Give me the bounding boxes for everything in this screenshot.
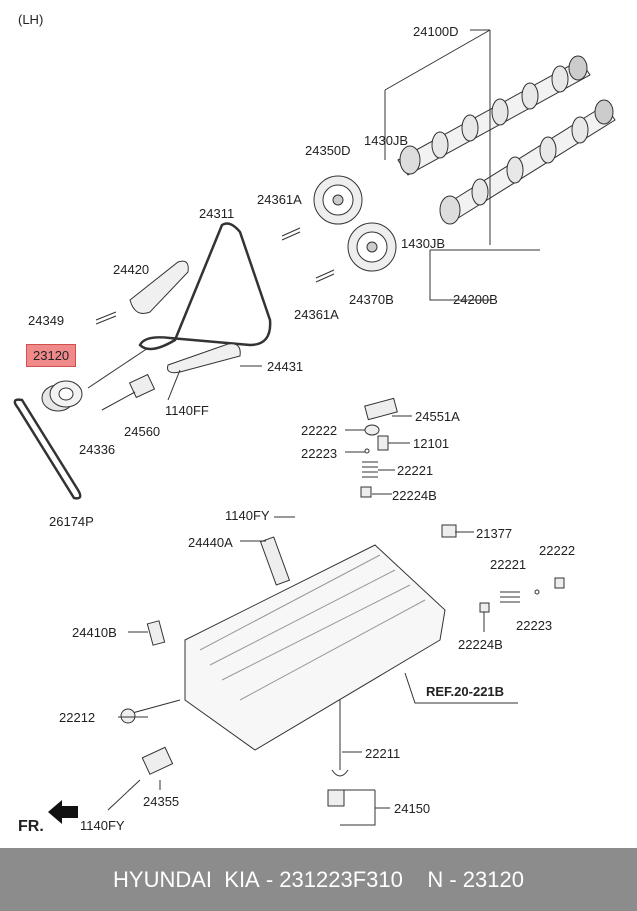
callout-12101: 12101 — [413, 436, 450, 451]
diagram-drawing — [13, 29, 616, 826]
callout-21377: 21377 — [476, 526, 513, 541]
bolt-24361A-a — [281, 227, 301, 241]
callout-22223-a: 22223 — [301, 446, 338, 461]
cam-sprocket-24350D — [313, 175, 363, 225]
callout-24349: 24349 — [28, 313, 65, 328]
leader-1140FF — [167, 369, 181, 401]
exhaust-camshaft — [439, 99, 616, 225]
callout-1430JB-b: 1430JB — [401, 236, 446, 251]
footer-brand: HYUNDAI KIA — [113, 866, 260, 892]
guide-24440A — [259, 536, 291, 586]
cotter-22223-a — [364, 448, 370, 454]
intake-camshaft — [397, 55, 591, 176]
callout-1140FY-a: 1140FY — [225, 508, 270, 523]
lifter-12101 — [377, 435, 389, 451]
cylinder-head — [184, 544, 446, 751]
retainer-22222-b — [554, 577, 565, 589]
seal-22224B-a — [360, 486, 372, 498]
callout-24440A: 24440A — [188, 535, 233, 550]
cotter-22223-b — [534, 589, 540, 595]
callout-22222-b: 22222 — [539, 543, 576, 558]
callout-22212: 22212 — [59, 710, 96, 725]
callout-22224B-b: 22224B — [458, 637, 503, 652]
callout-24560: 24560 — [124, 424, 161, 439]
part-footer: HYUNDAI KIA - 231223F310 N - 23120 — [0, 848, 637, 911]
callout-26174P: 26174P — [49, 514, 94, 529]
leader-1140FY-b — [107, 779, 141, 811]
callout-24350D: 24350D — [305, 143, 351, 158]
footer-separator: - — [259, 866, 280, 892]
bolt-24349 — [95, 311, 117, 325]
leader-24336 — [101, 391, 136, 411]
timing-chain-24311 — [138, 222, 272, 351]
retainer-22222-a — [364, 424, 380, 436]
callout-23120: 23120 — [26, 344, 77, 367]
chain-tensioner-24560 — [128, 373, 156, 399]
footer-spacer — [403, 867, 427, 893]
valve-spring-22221-a — [362, 461, 378, 478]
callout-1140FF: 1140FF — [165, 403, 209, 418]
leader-23120 — [87, 347, 149, 389]
oil-control-valve-24150 — [327, 789, 345, 807]
callout-24410B: 24410B — [72, 625, 117, 640]
chain-guide-24420 — [129, 260, 189, 314]
reference-label: REF.20-221B — [426, 684, 505, 699]
rocker-arm-24551A — [364, 397, 398, 421]
seal-22224B-b — [479, 602, 490, 613]
footer-n-prefix: N - — [427, 866, 463, 892]
callout-24361A-a: 24361A — [257, 192, 302, 207]
fitting-24410B — [146, 620, 166, 646]
callout-22211: 22211 — [365, 746, 401, 761]
leader-24100D — [384, 29, 491, 245]
callout-24200B: 24200B — [453, 292, 498, 307]
cam-sprocket-24370B — [347, 222, 397, 272]
leader-24200B — [429, 249, 540, 301]
footer-n-number: 23120 — [462, 866, 524, 892]
callout-24551A: 24551A — [415, 409, 460, 424]
crank-sprocket-23120 — [41, 380, 83, 412]
tensioner-arm-24431 — [167, 343, 241, 374]
sensor-24355 — [141, 746, 174, 775]
callout-24355: 24355 — [143, 794, 180, 809]
callout-24420: 24420 — [113, 262, 150, 277]
callout-24370B: 24370B — [349, 292, 394, 307]
callout-22221-a: 22221 — [397, 463, 434, 478]
bolt-24361A-b — [315, 269, 335, 283]
leader-ref — [404, 672, 518, 704]
callout-24361A-b: 24361A — [294, 307, 339, 322]
callout-22221-b: 22221 — [490, 557, 527, 572]
callout-1140FY-b: 1140FY — [80, 818, 125, 833]
callout-24336: 24336 — [79, 442, 116, 457]
plug-21377 — [441, 524, 457, 538]
valve-spring-22221-b — [500, 591, 520, 603]
callout-1430JB-a: 1430JB — [364, 133, 409, 148]
callout-24431: 24431 — [267, 359, 304, 374]
callout-22223-b: 22223 — [516, 618, 553, 633]
callout-22222-a: 22222 — [301, 423, 338, 438]
callout-22224B-a: 22224B — [392, 488, 437, 503]
front-label: FR. — [18, 818, 44, 835]
front-arrow-icon — [48, 800, 78, 824]
callout-24150: 24150 — [394, 801, 431, 816]
side-label: (LH) — [18, 12, 44, 27]
exhaust-valve-22211 — [331, 700, 349, 777]
leader-24150 — [340, 789, 390, 826]
footer-part-number: 231223F310 — [279, 866, 403, 892]
parts-diagram: 24100D 1430JB 24350D 24361A 24311 1430JB… — [13, 12, 616, 835]
callout-24100D: 24100D — [413, 24, 459, 39]
callout-24311: 24311 — [199, 206, 235, 221]
oil-pump-chain-26174P — [13, 398, 82, 500]
